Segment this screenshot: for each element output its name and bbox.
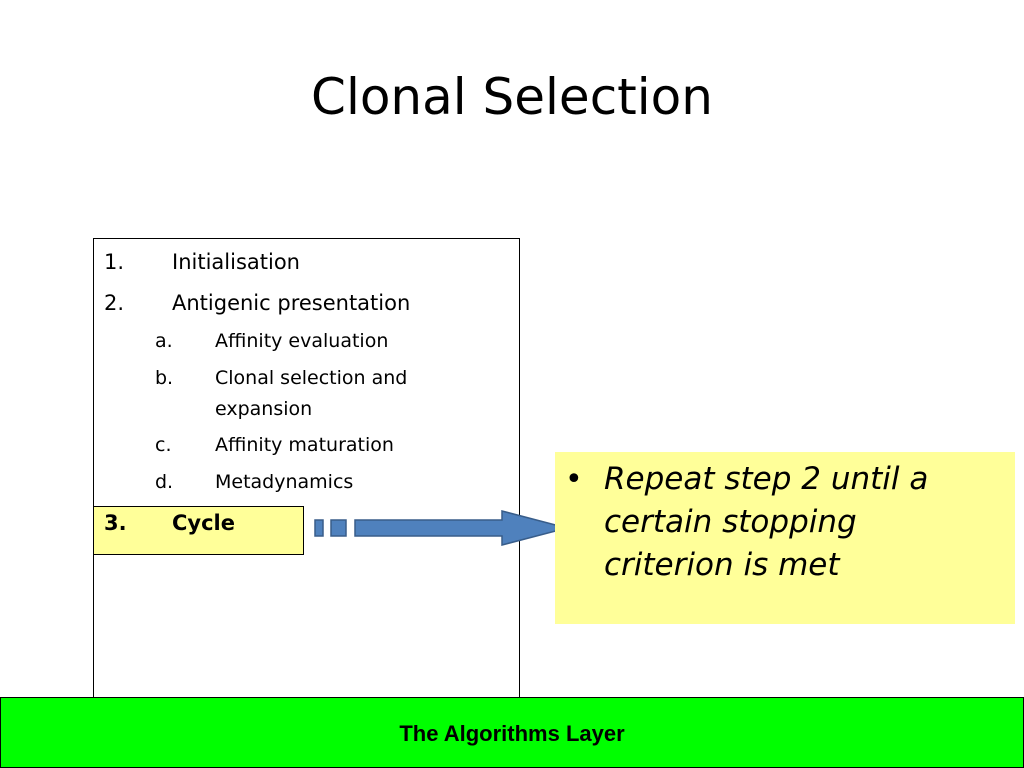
- step-number: 2.: [104, 291, 125, 315]
- cycle-highlight-box: 3. Cycle: [93, 506, 304, 555]
- step-number: 3.: [104, 511, 127, 535]
- substep-label: Affinity maturation: [215, 434, 394, 456]
- steps-list-box: 1. Initialisation 2. Antigenic presentat…: [93, 238, 520, 708]
- callout-text: Repeat step 2 until a certain stopping c…: [604, 461, 929, 583]
- substep-label: Affinity evaluation: [215, 330, 389, 352]
- bullet-icon: •: [565, 462, 583, 497]
- arrow-dash-medium: [330, 519, 347, 537]
- step-label: Cycle: [172, 511, 235, 535]
- slide-title: Clonal Selection: [311, 68, 713, 126]
- arrow-head-shape: [354, 510, 570, 546]
- dashed-arrow-icon: [314, 510, 570, 546]
- repeat-callout-box: • Repeat step 2 until a certain stopping…: [555, 452, 1015, 624]
- substep-letter: d.: [155, 471, 174, 493]
- step-label: Initialisation: [172, 250, 300, 274]
- substep-letter: b.: [155, 367, 174, 389]
- step-label: Antigenic presentation: [172, 291, 411, 315]
- substep-label: Clonal selection and expansion: [215, 367, 408, 420]
- arrow-dash-small: [314, 519, 324, 537]
- step-number: 1.: [104, 250, 125, 274]
- footer-banner: The Algorithms Layer: [0, 697, 1024, 768]
- substep-letter: a.: [155, 330, 173, 352]
- substep-letter: c.: [155, 434, 172, 456]
- substep-label: Metadynamics: [215, 471, 354, 493]
